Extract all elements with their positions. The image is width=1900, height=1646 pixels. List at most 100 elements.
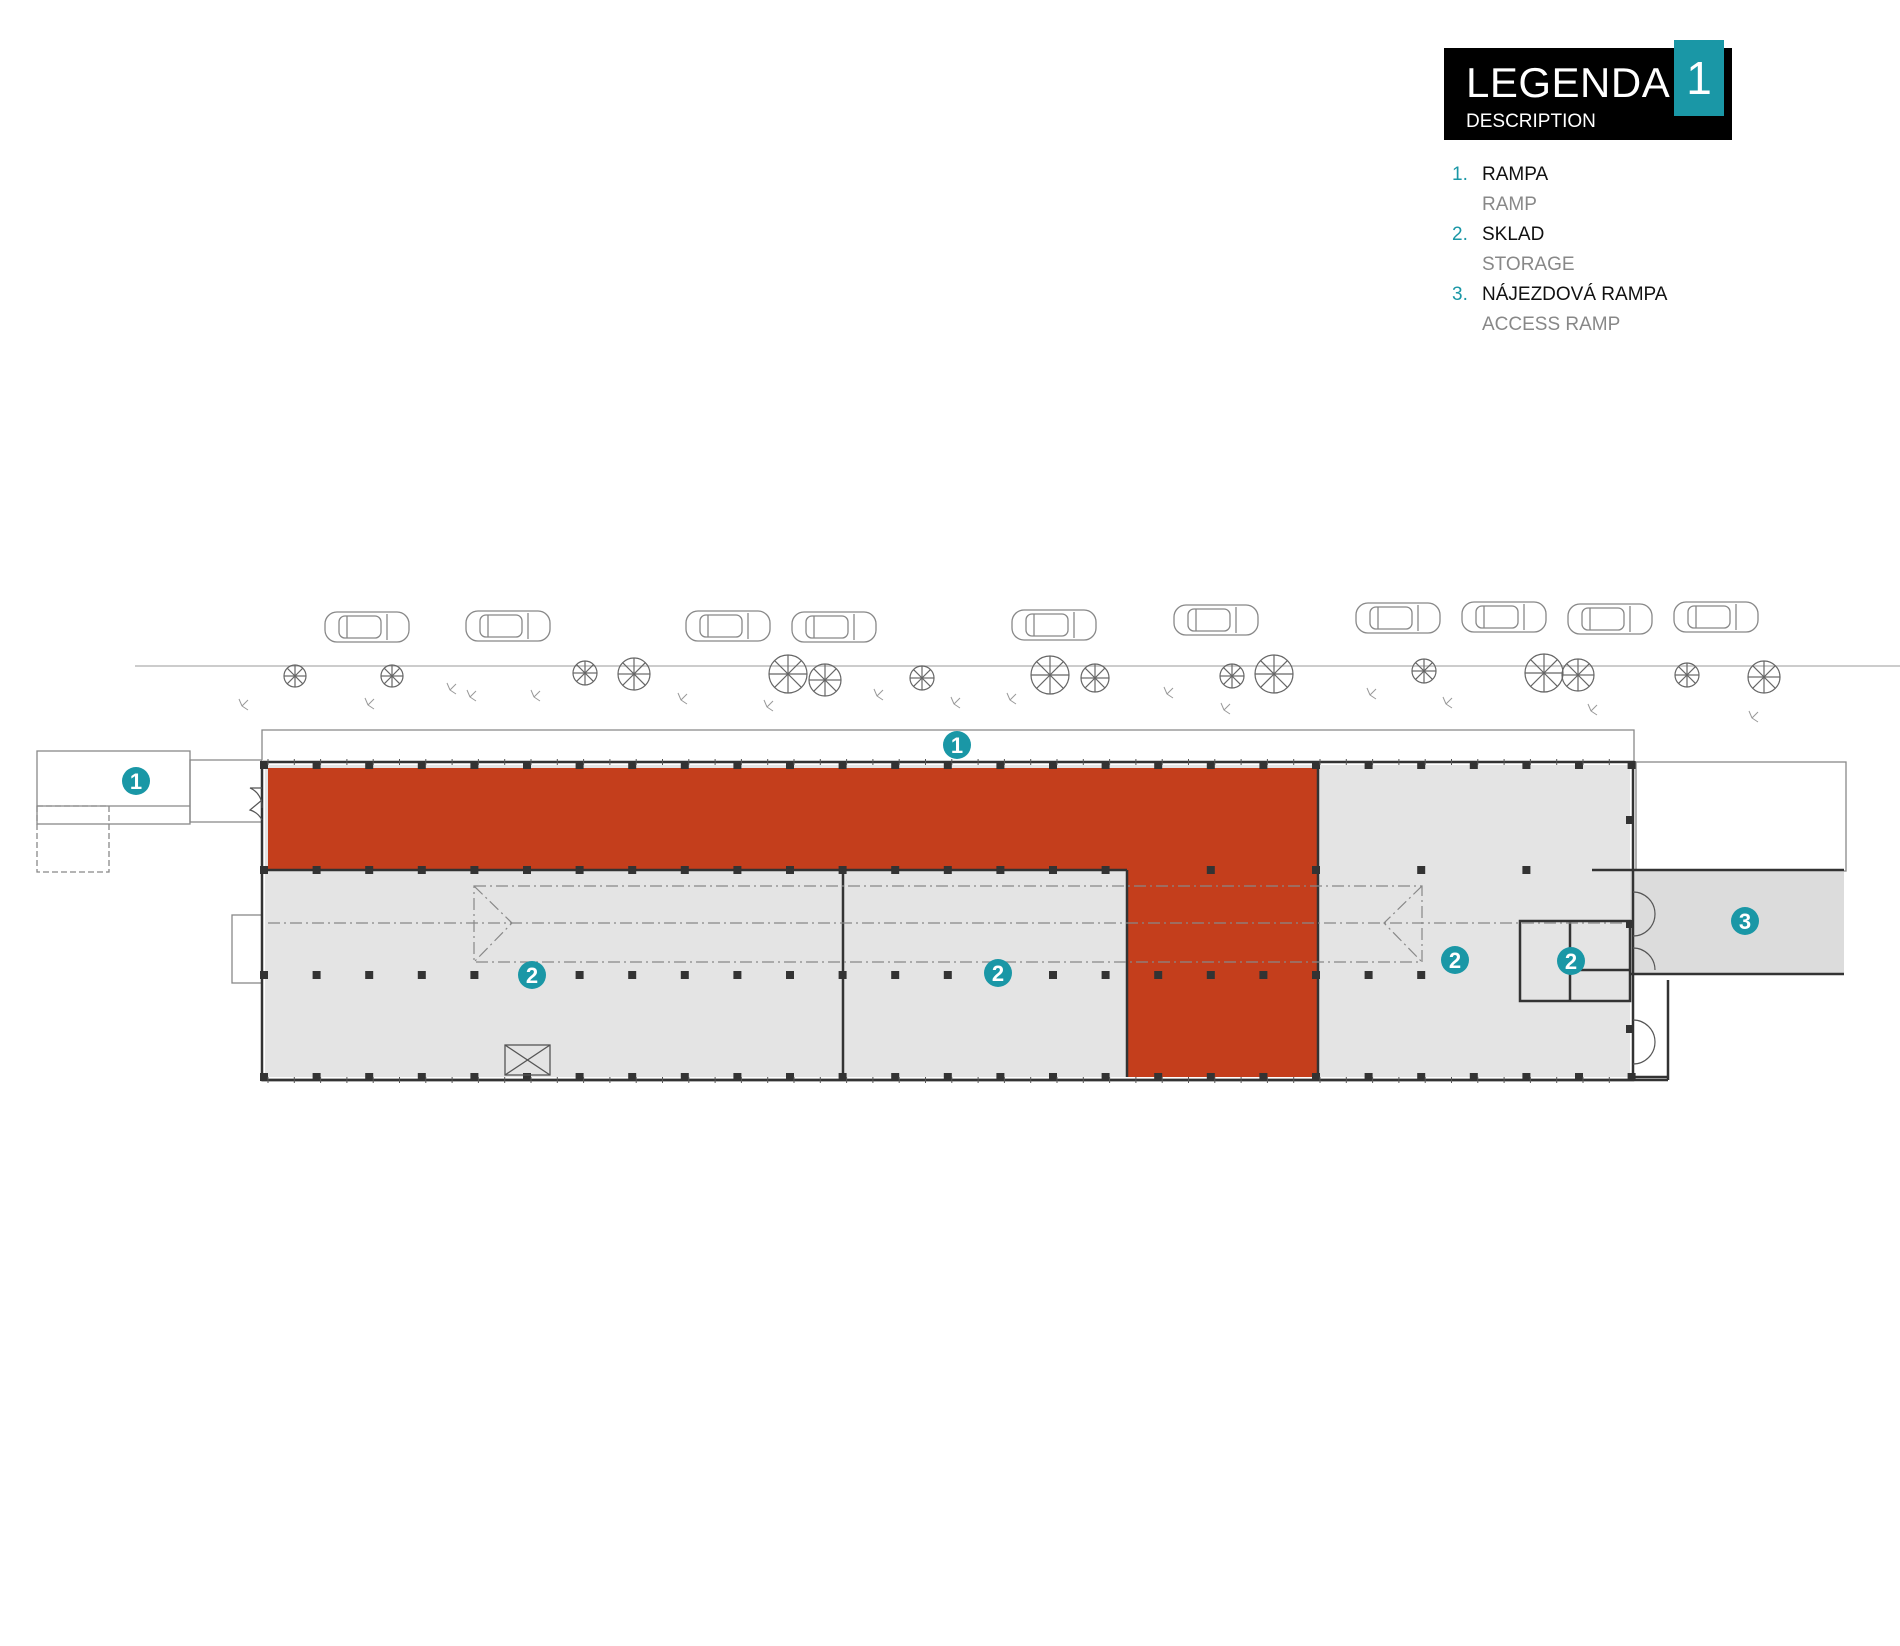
marker-access-ramp: 3 xyxy=(1731,907,1759,935)
column xyxy=(943,971,952,979)
column xyxy=(891,1073,900,1081)
plant-icon xyxy=(364,697,375,710)
tree-icon xyxy=(909,665,935,691)
plant-icon xyxy=(1587,703,1598,716)
plant-icon xyxy=(763,699,774,712)
column xyxy=(786,971,794,979)
column xyxy=(628,1073,637,1081)
svg-text:3: 3 xyxy=(1739,909,1751,934)
column xyxy=(312,971,321,979)
column xyxy=(1626,920,1634,928)
legend-item-number: 2. xyxy=(1452,224,1468,245)
column xyxy=(365,971,374,979)
column xyxy=(680,761,689,769)
car-icon xyxy=(1461,601,1547,633)
column xyxy=(1626,1025,1634,1033)
svg-text:2: 2 xyxy=(1565,949,1577,974)
column xyxy=(365,866,374,874)
column xyxy=(943,866,952,874)
column xyxy=(260,1073,268,1081)
column xyxy=(260,761,268,769)
column xyxy=(1522,866,1531,874)
column xyxy=(1049,1073,1057,1081)
column xyxy=(838,1073,847,1081)
highlighted-area xyxy=(268,768,1318,1077)
column xyxy=(1312,761,1320,769)
column xyxy=(575,866,584,874)
svg-text:2: 2 xyxy=(1449,948,1461,973)
column xyxy=(838,971,847,979)
column xyxy=(1206,866,1215,874)
legend-item: 3. NÁJEZDOVÁ RAMPA ACCESS RAMP xyxy=(1444,278,1764,338)
column xyxy=(365,1073,374,1081)
parked-cars xyxy=(324,601,1759,643)
tree-icon xyxy=(617,657,651,691)
column xyxy=(1154,1073,1163,1081)
tree-icon xyxy=(1030,655,1070,695)
car-icon xyxy=(685,610,771,642)
column xyxy=(470,1073,479,1081)
tree-icon xyxy=(1219,663,1245,689)
column xyxy=(312,866,321,874)
column xyxy=(943,1073,952,1081)
car-icon xyxy=(1673,601,1759,633)
column xyxy=(1259,1073,1268,1081)
legend-list: 1. RAMPA RAMP 2. SKLAD STORAGE 3. NÁJEZD… xyxy=(1444,158,1764,338)
column xyxy=(470,761,479,769)
column xyxy=(891,971,900,979)
column xyxy=(312,1073,321,1081)
tree-icon xyxy=(283,664,307,688)
column xyxy=(838,761,847,769)
column xyxy=(470,866,479,874)
legend-item-label-en: RAMP xyxy=(1482,194,1537,215)
plant-icon xyxy=(873,688,884,701)
facade-windows xyxy=(267,759,1610,1083)
column xyxy=(1312,866,1320,874)
column xyxy=(1575,1073,1583,1081)
column xyxy=(1101,1073,1110,1081)
column xyxy=(1627,761,1636,769)
column xyxy=(628,866,637,874)
column xyxy=(1101,866,1110,874)
column xyxy=(1417,1073,1426,1081)
plant-icon xyxy=(530,689,541,702)
car-icon xyxy=(1011,609,1097,641)
column xyxy=(680,1073,689,1081)
legend-item-number: 3. xyxy=(1452,284,1468,305)
tree-icon xyxy=(1674,662,1700,688)
tree-icon xyxy=(380,664,404,688)
column xyxy=(365,761,374,769)
column xyxy=(1417,866,1426,874)
column xyxy=(1049,761,1057,769)
svg-text:2: 2 xyxy=(992,961,1004,986)
tree-icon xyxy=(1254,654,1294,694)
svg-text:2: 2 xyxy=(526,963,538,988)
crane-lines xyxy=(268,885,1630,963)
column xyxy=(1101,971,1110,979)
legend-item-label-cz: NÁJEZDOVÁ RAMPA xyxy=(1482,284,1668,305)
tree-icon xyxy=(1747,660,1781,694)
legend-subtitle: DESCRIPTION xyxy=(1466,111,1596,132)
svg-text:1: 1 xyxy=(951,733,963,758)
column xyxy=(417,866,426,874)
column xyxy=(1522,1073,1531,1081)
column xyxy=(1049,971,1057,979)
hoist-symbol xyxy=(504,1044,551,1076)
column xyxy=(1259,971,1268,979)
legend-item-label-cz: SKLAD xyxy=(1482,224,1545,245)
column xyxy=(733,761,742,769)
column xyxy=(891,761,900,769)
plant-icon xyxy=(1220,702,1231,715)
plant-icon xyxy=(1006,692,1017,705)
marker-ramp-west: 1 xyxy=(122,767,150,795)
column xyxy=(575,971,584,979)
plant-icon xyxy=(238,698,249,711)
column xyxy=(786,1073,794,1081)
car-icon xyxy=(1355,602,1441,634)
column xyxy=(1206,761,1215,769)
column xyxy=(996,1073,1005,1081)
column xyxy=(1154,761,1163,769)
column xyxy=(733,1073,742,1081)
column xyxy=(996,866,1005,874)
